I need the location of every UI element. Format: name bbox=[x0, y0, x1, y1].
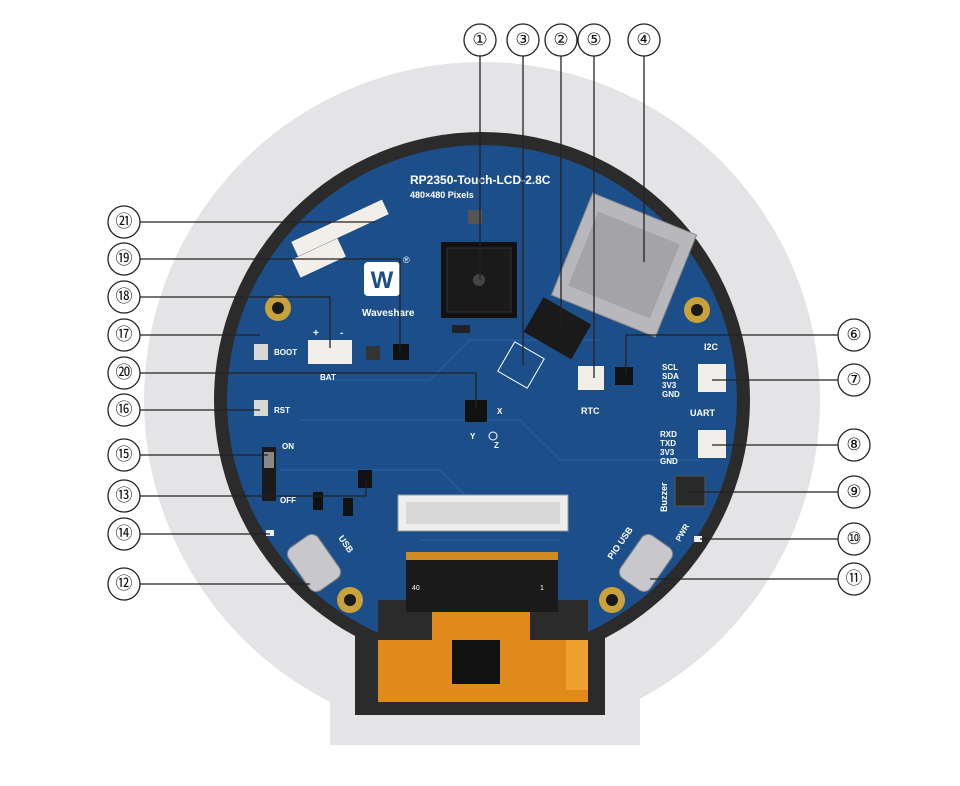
i2c-connector: I2C SCL SDA 3V3 GND bbox=[662, 342, 726, 399]
buzzer: Buzzer bbox=[659, 475, 706, 512]
small-ic bbox=[497, 341, 545, 389]
logo-text: Waveshare bbox=[362, 308, 415, 319]
uart-pin-gnd: GND bbox=[660, 457, 678, 466]
i2c-pin-scl: SCL bbox=[662, 363, 678, 372]
switch-on-label: ON bbox=[282, 442, 294, 451]
i2c-pin-sda: SDA bbox=[662, 372, 679, 381]
callout-4: ④ bbox=[627, 23, 661, 57]
rp2350-chip bbox=[441, 242, 517, 318]
svg-text:⑥: ⑥ bbox=[846, 325, 861, 345]
mounting-holes bbox=[265, 295, 710, 613]
flash-chip bbox=[523, 297, 592, 360]
callout-13: ⑬ bbox=[107, 479, 141, 513]
component bbox=[313, 492, 323, 510]
svg-text:⑧: ⑧ bbox=[846, 435, 861, 455]
callout-3: ③ bbox=[506, 23, 540, 57]
svg-text:⑲: ⑲ bbox=[116, 249, 133, 269]
svg-text:㉑: ㉑ bbox=[116, 212, 133, 232]
svg-text:⑬: ⑬ bbox=[116, 486, 133, 506]
rtc-connector: RTC bbox=[578, 366, 604, 416]
svg-text:⑭: ⑭ bbox=[116, 524, 133, 544]
display-connector bbox=[397, 494, 569, 532]
svg-text:⑨: ⑨ bbox=[846, 482, 861, 502]
leader-lines bbox=[140, 56, 838, 585]
imu-axis-z: Z bbox=[494, 441, 499, 450]
callout-21: ㉑ bbox=[107, 205, 141, 239]
regulator-chip bbox=[358, 470, 372, 488]
callouts: ① ③ ② ⑤ ④ ⑥ ⑦ ⑧ ⑨ ⑩ ⑪ ㉑ ⑲ ⑱ ⑰ ⑳ ⑯ ⑮ ⑬ ⑭ … bbox=[107, 23, 871, 601]
rst-button: RST bbox=[254, 400, 290, 416]
boot-label: BOOT bbox=[274, 348, 297, 357]
waveshare-logo: W ® Waveshare bbox=[362, 255, 415, 319]
flex-cable: 40 1 bbox=[378, 552, 588, 702]
bat-minus: - bbox=[340, 328, 343, 339]
svg-text:⑱: ⑱ bbox=[116, 287, 133, 307]
component bbox=[452, 325, 470, 333]
svg-text:⑰: ⑰ bbox=[116, 325, 133, 345]
svg-text:⑳: ⑳ bbox=[116, 363, 133, 383]
uart-pin-rxd: RXD bbox=[660, 430, 677, 439]
svg-text:⑫: ⑫ bbox=[116, 574, 133, 594]
uart-connector: UART RXD TXD 3V3 GND bbox=[660, 408, 726, 466]
bat-label: BAT bbox=[320, 373, 336, 382]
callout-8: ⑧ bbox=[837, 428, 871, 462]
callout-9: ⑨ bbox=[837, 475, 871, 509]
board-subtitle: 480×480 Pixels bbox=[410, 190, 474, 200]
fpc-pin-1: 1 bbox=[540, 585, 544, 592]
lcd-fpc-connector bbox=[291, 199, 389, 278]
uart-pin-txd: TXD bbox=[660, 439, 676, 448]
component bbox=[343, 498, 353, 516]
i2c-label: I2C bbox=[704, 342, 719, 352]
imu-axis-y: Y bbox=[470, 432, 476, 441]
callout-2: ② bbox=[544, 23, 578, 57]
tf-card-slot bbox=[550, 192, 698, 338]
callout-18: ⑱ bbox=[107, 280, 141, 314]
svg-text:⑪: ⑪ bbox=[846, 569, 863, 589]
callout-6: ⑥ bbox=[837, 318, 871, 352]
callout-19: ⑲ bbox=[107, 242, 141, 276]
charge-led bbox=[266, 530, 274, 536]
uart-pin-3v3: 3V3 bbox=[660, 448, 675, 457]
callout-20: ⑳ bbox=[107, 356, 141, 390]
svg-text:⑮: ⑮ bbox=[116, 445, 133, 465]
svg-text:④: ④ bbox=[636, 30, 651, 50]
charger-chip bbox=[393, 344, 409, 360]
callout-15: ⑮ bbox=[107, 438, 141, 472]
callout-5: ⑤ bbox=[577, 23, 611, 57]
logo-mark: W bbox=[371, 267, 394, 294]
fpc-pin-40: 40 bbox=[412, 585, 420, 592]
i2c-pin-gnd: GND bbox=[662, 390, 680, 399]
i2c-pin-3v3: 3V3 bbox=[662, 381, 677, 390]
svg-text:①: ① bbox=[472, 30, 487, 50]
power-switch: ON OFF bbox=[262, 442, 296, 505]
callout-10: ⑩ bbox=[837, 522, 871, 556]
rst-label: RST bbox=[274, 406, 290, 415]
callout-1: ① bbox=[463, 23, 497, 57]
svg-text:③: ③ bbox=[515, 30, 530, 50]
callout-16: ⑯ bbox=[107, 393, 141, 427]
svg-text:⑯: ⑯ bbox=[116, 400, 133, 420]
callout-12: ⑫ bbox=[107, 567, 141, 601]
callout-11: ⑪ bbox=[837, 562, 871, 596]
rtc-chip bbox=[615, 367, 633, 385]
callout-7: ⑦ bbox=[837, 363, 871, 397]
boot-button: BOOT bbox=[254, 344, 297, 360]
imu-axis-x: X bbox=[497, 407, 503, 416]
imu-sensor: X Y Z bbox=[465, 400, 503, 450]
svg-text:⑦: ⑦ bbox=[846, 370, 861, 390]
rtc-label: RTC bbox=[581, 406, 600, 416]
svg-text:⑩: ⑩ bbox=[846, 529, 861, 549]
svg-text:②: ② bbox=[553, 30, 568, 50]
logo-registered: ® bbox=[403, 255, 410, 265]
switch-off-label: OFF bbox=[280, 496, 296, 505]
uart-label: UART bbox=[690, 408, 715, 418]
callout-14: ⑭ bbox=[107, 517, 141, 551]
bat-plus: + bbox=[313, 328, 319, 339]
svg-text:⑤: ⑤ bbox=[586, 30, 601, 50]
component bbox=[366, 346, 380, 360]
callout-17: ⑰ bbox=[107, 318, 141, 352]
buzzer-label: Buzzer bbox=[659, 482, 669, 512]
component bbox=[468, 210, 482, 224]
